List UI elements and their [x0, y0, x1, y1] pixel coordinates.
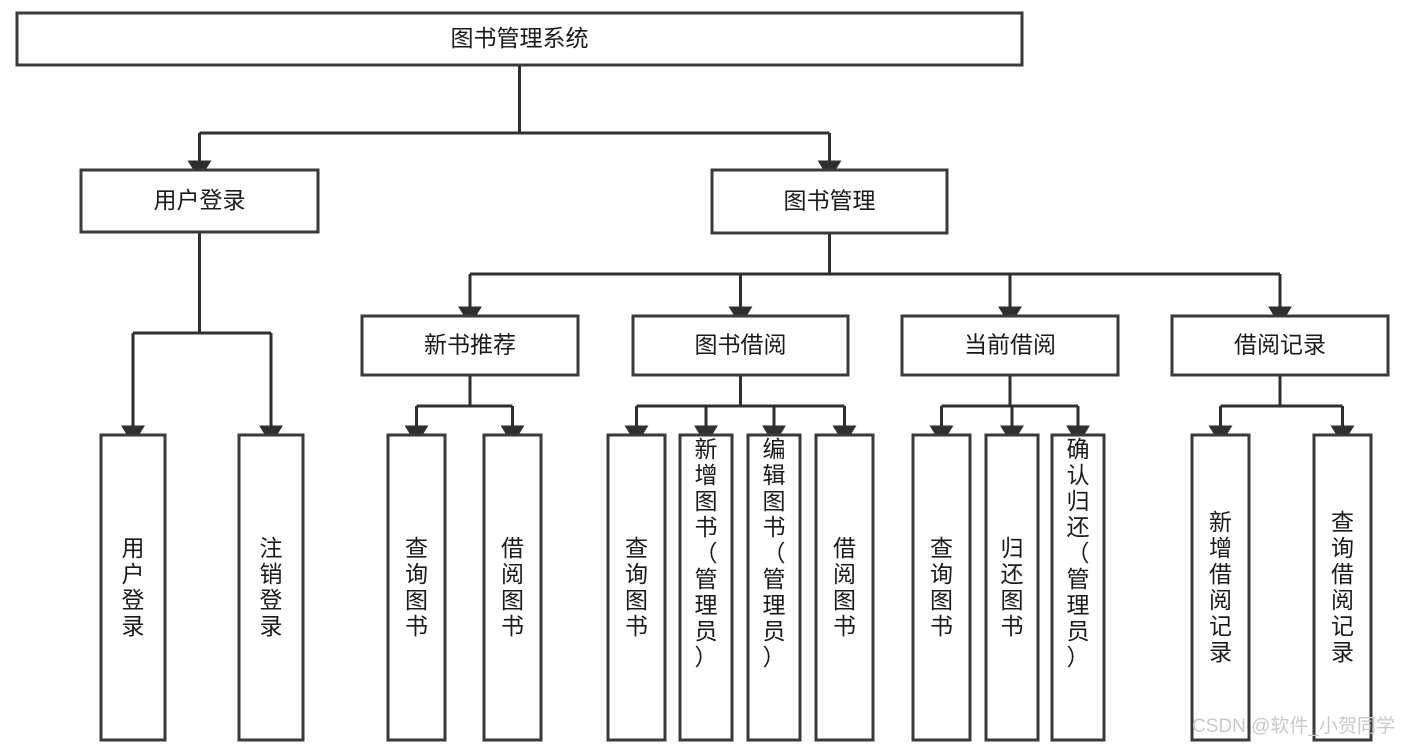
node-label: 归还图书 [1001, 535, 1024, 639]
node-leaf-2[interactable]: 查询图书 [386, 433, 447, 742]
node-leaf-12[interactable]: 查询借阅记录 [1312, 433, 1373, 742]
node-box [746, 433, 802, 742]
node-label: 新书推荐 [424, 332, 516, 358]
node-box [678, 433, 734, 742]
node-label: 注销登录 [260, 535, 283, 639]
node-leaf-0[interactable]: 用户登录 [99, 433, 167, 742]
node-label: 编辑图书（管理员） [763, 436, 786, 670]
node-box [386, 433, 447, 742]
node-box [911, 433, 972, 742]
node-box [814, 433, 875, 742]
node-l3-2[interactable]: 当前借阅 [900, 314, 1120, 377]
node-leaf-10[interactable]: 确认归还（管理员） [1050, 433, 1106, 742]
node-box [1312, 433, 1373, 742]
node-leaf-7[interactable]: 借阅图书 [814, 433, 875, 742]
node-label: 查询图书 [625, 535, 648, 639]
node-label: 用户登录 [154, 187, 246, 213]
node-box [710, 168, 949, 235]
node-box [606, 433, 667, 742]
node-label: 当前借阅 [964, 332, 1056, 358]
node-box [1190, 433, 1251, 742]
node-box [482, 433, 543, 742]
node-l2-0[interactable]: 用户登录 [79, 168, 320, 234]
node-leaf-5[interactable]: 新增图书（管理员） [678, 433, 734, 742]
node-label: 借阅图书 [501, 535, 524, 639]
node-box [984, 433, 1040, 742]
node-box [79, 168, 320, 234]
node-box [237, 433, 305, 742]
node-box [631, 314, 850, 377]
node-label: 查询借阅记录 [1331, 509, 1354, 665]
node-label: 图书管理 [784, 188, 876, 214]
node-leaf-3[interactable]: 借阅图书 [482, 433, 543, 742]
node-leaf-4[interactable]: 查询图书 [606, 433, 667, 742]
node-box [360, 314, 580, 377]
node-label: 查询图书 [405, 535, 428, 639]
node-l3-1[interactable]: 图书借阅 [631, 314, 850, 377]
csdn-watermark: CSDN @软件_小贺同学 [1192, 715, 1395, 737]
node-label: 用户登录 [122, 535, 145, 639]
node-box [99, 433, 167, 742]
node-label: 图书借阅 [695, 332, 787, 358]
node-leaf-9[interactable]: 归还图书 [984, 433, 1040, 742]
node-label: 借阅图书 [833, 535, 856, 639]
node-l3-0[interactable]: 新书推荐 [360, 314, 580, 377]
node-label: 查询图书 [930, 535, 953, 639]
node-leaf-8[interactable]: 查询图书 [911, 433, 972, 742]
node-label: 图书管理系统 [451, 25, 589, 51]
node-label: 借阅记录 [1234, 332, 1326, 358]
connector-layer [121, 65, 1355, 445]
node-layer: 图书管理系统用户登录图书管理新书推荐图书借阅当前借阅借阅记录用户登录注销登录查询… [15, 11, 1390, 742]
node-box [15, 11, 1024, 67]
node-label: 新增借阅记录 [1209, 509, 1232, 665]
node-leaf-11[interactable]: 新增借阅记录 [1190, 433, 1251, 742]
node-l3-3[interactable]: 借阅记录 [1170, 314, 1390, 377]
node-box [1170, 314, 1390, 377]
node-label: 确认归还（管理员） [1067, 436, 1090, 670]
node-leaf-1[interactable]: 注销登录 [237, 433, 305, 742]
node-leaf-6[interactable]: 编辑图书（管理员） [746, 433, 802, 742]
node-l2-1[interactable]: 图书管理 [710, 168, 949, 235]
node-root-0[interactable]: 图书管理系统 [15, 11, 1024, 67]
node-box [1050, 433, 1106, 742]
node-label: 新增图书（管理员） [695, 436, 718, 670]
node-box [900, 314, 1120, 377]
